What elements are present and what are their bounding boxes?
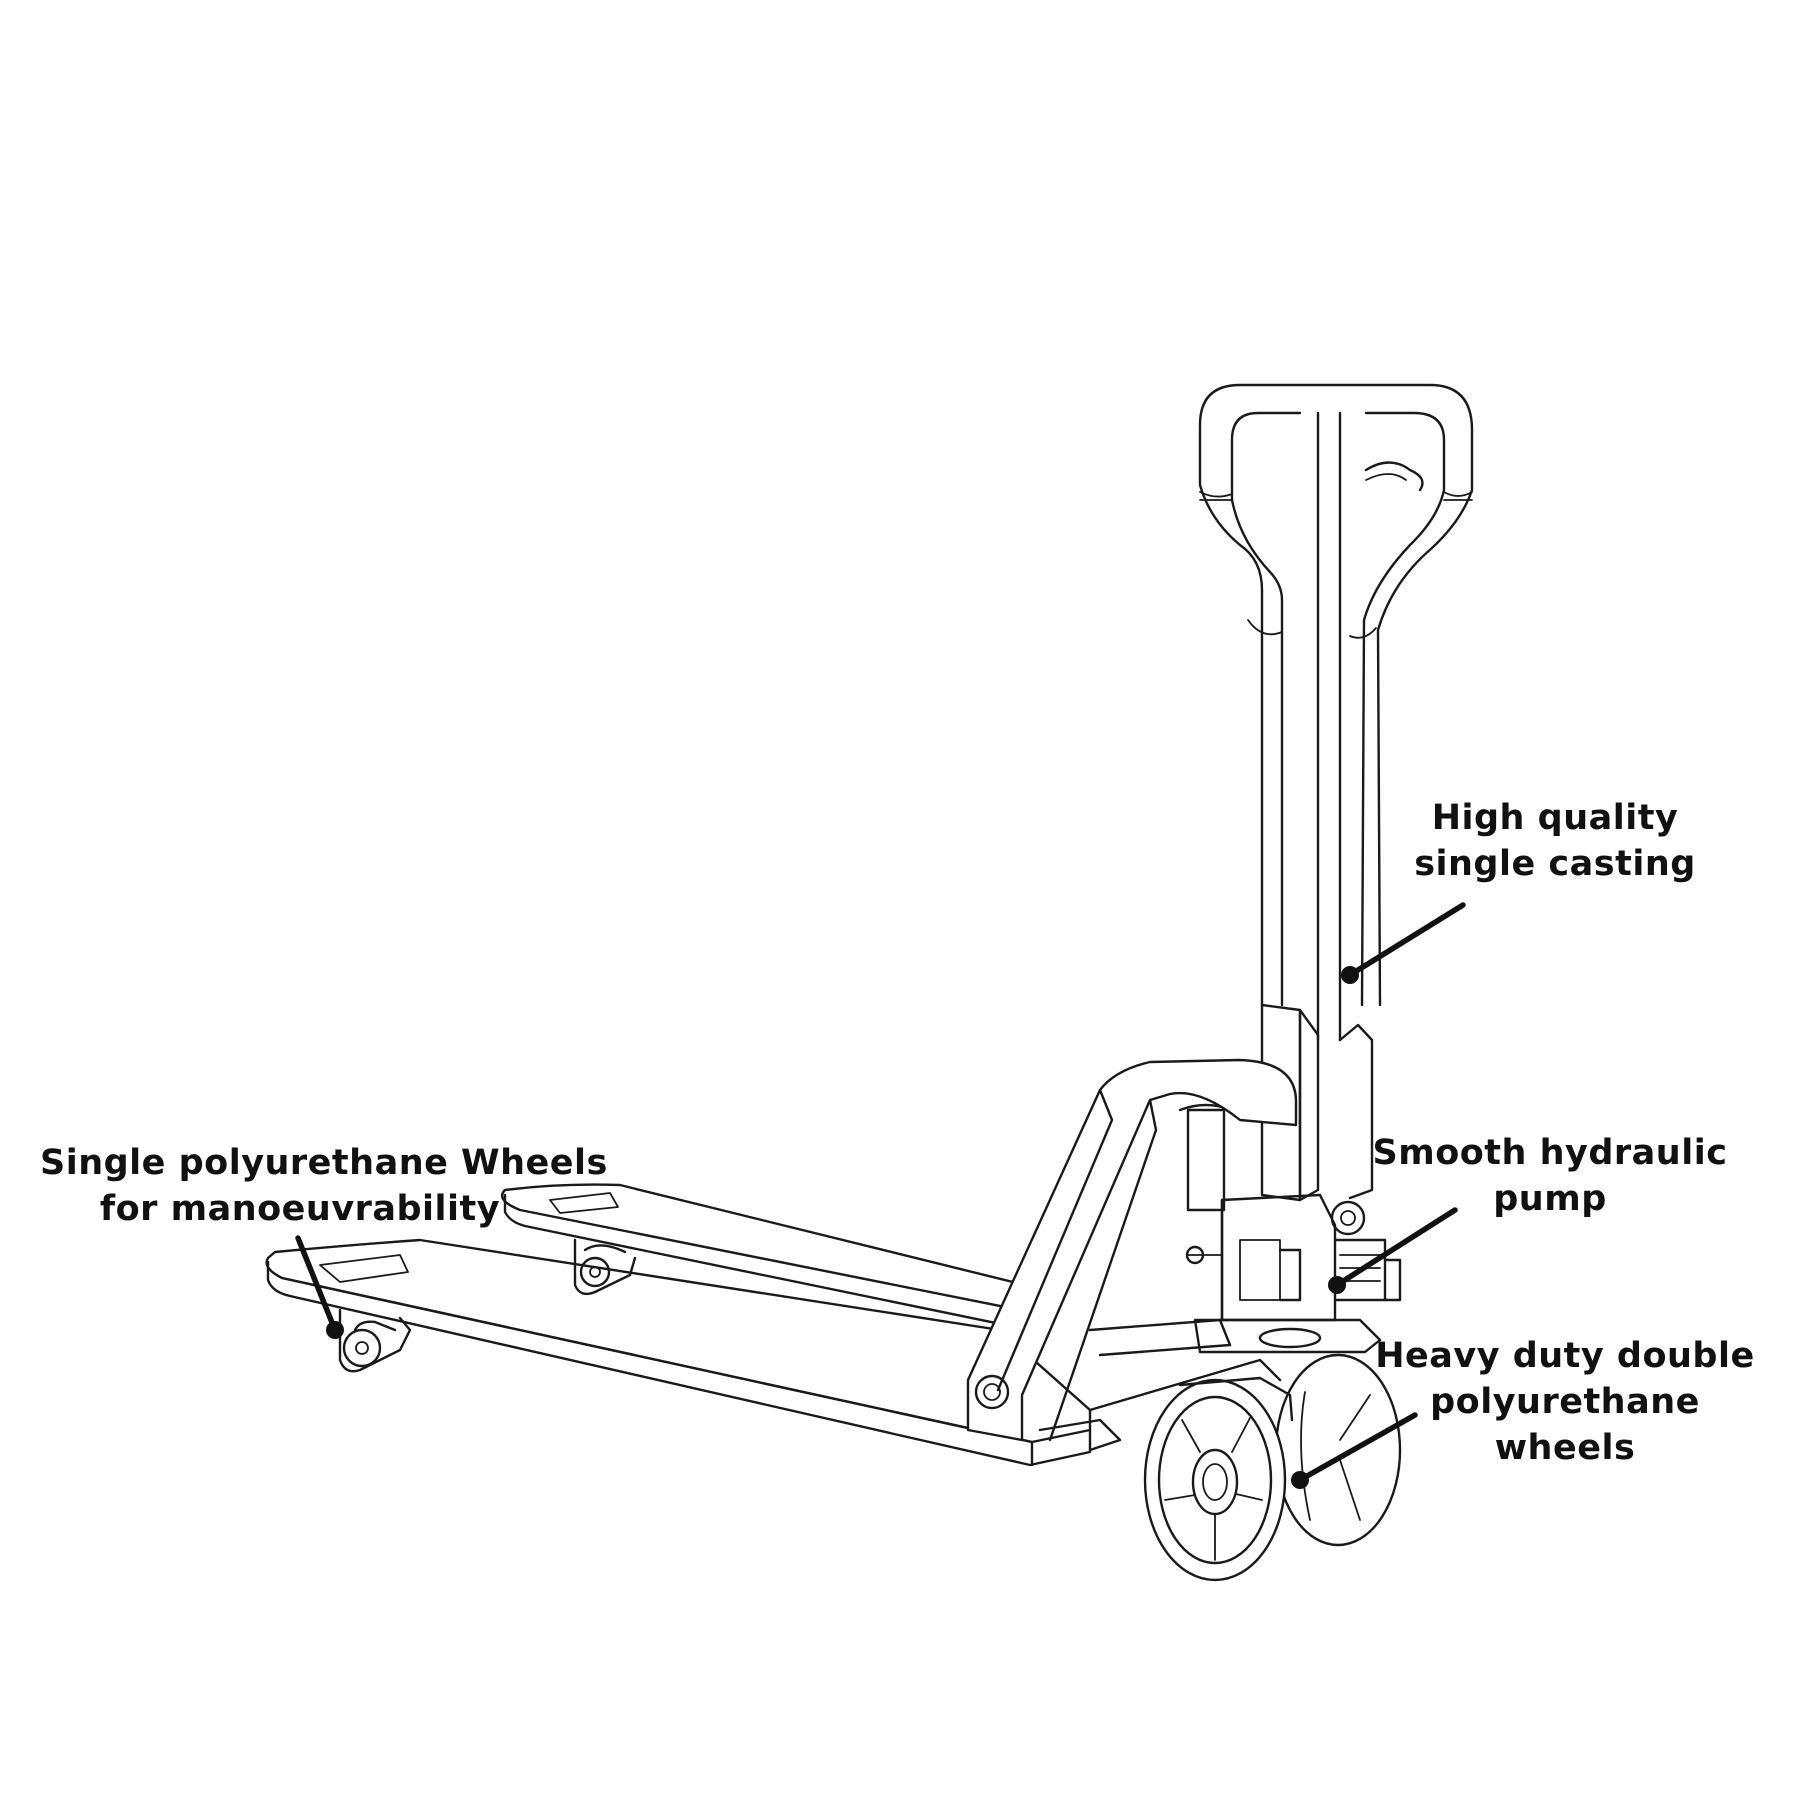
callout-single-wheels: Single polyurethane Wheels for manoeuvra… xyxy=(40,1140,608,1232)
callout-double-wheels: Heavy duty double polyurethane wheels xyxy=(1370,1333,1760,1471)
callout-line: polyurethane xyxy=(1430,1382,1700,1422)
leader-lines xyxy=(295,902,1466,1489)
callout-line: High quality xyxy=(1431,798,1679,838)
callout-line: pump xyxy=(1493,1179,1607,1219)
load-wheel-rear xyxy=(573,1238,637,1296)
load-wheel-front xyxy=(338,1308,412,1373)
callout-line: for manoeuvrability xyxy=(99,1189,501,1229)
callout-line: Heavy duty double xyxy=(1375,1336,1755,1376)
hydraulic-pump xyxy=(1178,1003,1402,1354)
callout-line: Smooth hydraulic xyxy=(1372,1133,1728,1173)
steering-wheels xyxy=(1143,1353,1402,1582)
fork-frame xyxy=(265,1058,1298,1467)
callout-line: single casting xyxy=(1414,844,1696,884)
callout-hydraulic-pump: Smooth hydraulic pump xyxy=(1370,1130,1730,1222)
callout-single-casting: High quality single casting xyxy=(1400,795,1710,887)
callout-line: wheels xyxy=(1494,1428,1636,1468)
tiller-handle xyxy=(1198,383,1474,1042)
callout-line: Single polyurethane Wheels xyxy=(40,1143,608,1183)
